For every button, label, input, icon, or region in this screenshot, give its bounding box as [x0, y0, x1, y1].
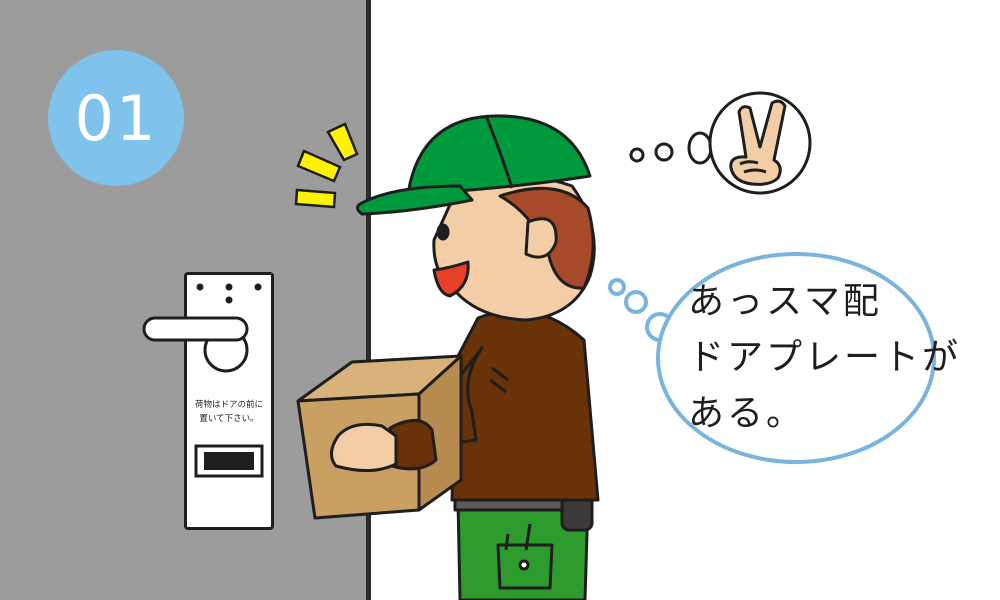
peace-sign-hand-icon	[729, 99, 787, 186]
step-number-badge: 01	[48, 50, 184, 186]
door-plate-line-2: 置いて下さい。	[199, 414, 259, 424]
delivery-person	[296, 114, 600, 600]
alert-marks	[294, 122, 359, 209]
speech-text: あっスマ配 ドアプレートが ある。	[688, 274, 962, 442]
door-handle	[142, 316, 249, 373]
door-plate-line-1: 荷物はドアの前に	[194, 400, 263, 410]
speech-bubble	[608, 252, 936, 464]
speech-line-2: ドアプレートが	[688, 337, 962, 378]
speech-line-3: ある。	[688, 393, 806, 434]
door-edge	[366, 0, 371, 600]
door-plate-details	[194, 283, 264, 478]
speech-line-1: あっスマ配	[688, 281, 882, 322]
door-plate-message: 荷物はドアの前に 置いて下さい。	[186, 398, 272, 426]
door-plate	[184, 272, 274, 530]
